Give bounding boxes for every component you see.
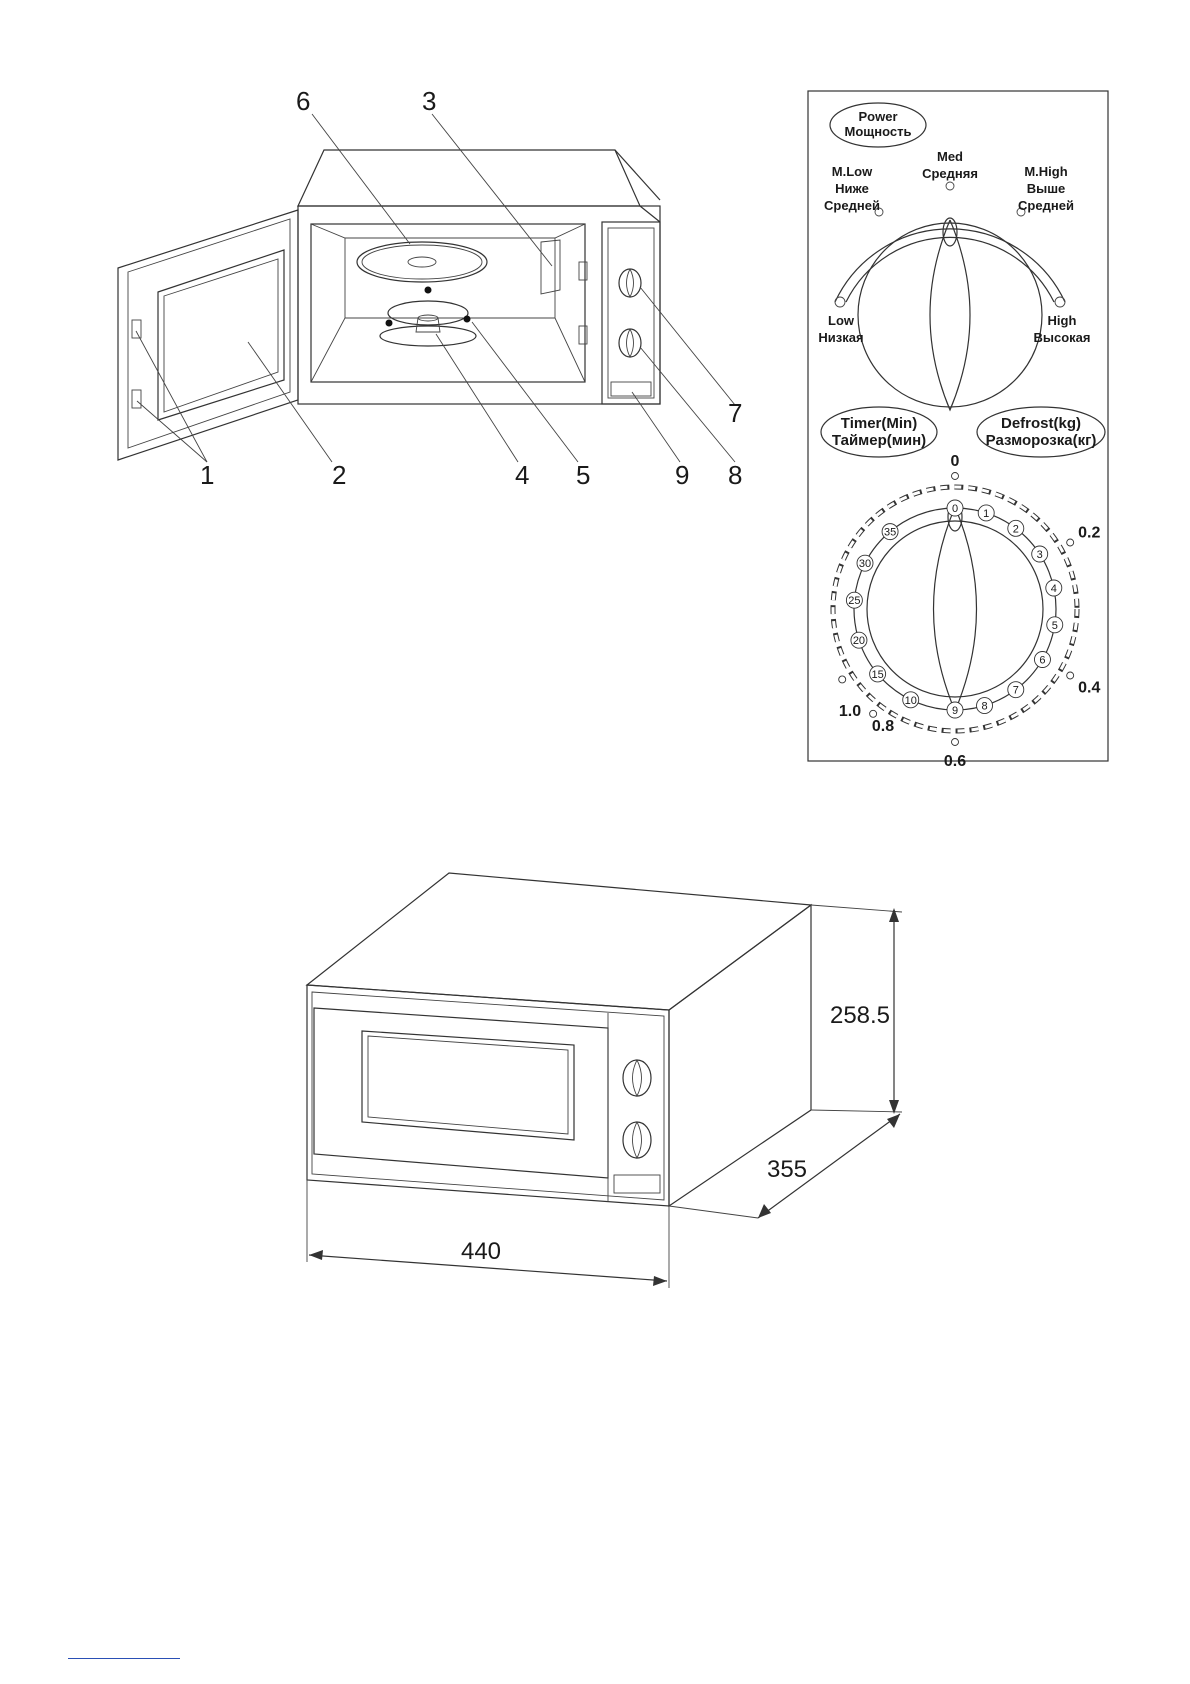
- timer-tick-label: 6: [1039, 655, 1045, 667]
- timer-tick-label: 25: [848, 595, 860, 607]
- timer-tick-marker: [1034, 651, 1051, 668]
- defrost-tick-label: 0.4: [1078, 680, 1100, 697]
- timer-tick-label: 20: [853, 635, 865, 647]
- dimension-width-value: 440: [461, 1238, 501, 1265]
- callout-9: 9: [675, 460, 689, 490]
- timer-tick-label: 7: [1013, 685, 1019, 697]
- defrost-tick-label: 0.6: [944, 753, 966, 770]
- dimension-drawing: 258.5 355 440: [305, 872, 903, 1288]
- callout-2: 2: [332, 460, 346, 490]
- timer-tick-marker: [845, 591, 863, 609]
- timer-tick-label: 3: [1037, 549, 1043, 561]
- timer-minute-ticks: 0 1 2 3 4 5 6 7 8 9 10 15 20 25 30 35: [845, 499, 1064, 719]
- timer-tick-label: 4: [1051, 583, 1057, 595]
- defrost-tick-marker: [1066, 538, 1075, 547]
- timer-title-en: Timer(Min): [841, 415, 917, 432]
- power-label-mhigh-2: Выше: [1027, 181, 1066, 196]
- timer-defrost-ticks: 0 0.2 0.4 0.6 0.8 1.0: [838, 453, 1100, 770]
- timer-tick-marker: [976, 697, 993, 715]
- timer-tick-marker: [881, 523, 899, 541]
- power-knob-section: Power Мощность M.Low Ниже Средней Med Ср…: [818, 102, 1091, 412]
- callout-8: 8: [728, 460, 742, 490]
- power-label-mhigh-3: Средней: [1018, 198, 1074, 213]
- defrost-tick-label: 0.8: [872, 718, 894, 735]
- defrost-tick-label: 0: [951, 453, 960, 470]
- timer-knob-section: Timer(Min) Таймер(мин) Defrost(kg) Размо…: [820, 406, 1106, 770]
- power-label-high-1: High: [1048, 313, 1077, 328]
- defrost-tick-label: 0.2: [1078, 525, 1100, 542]
- timer-title-ru: Таймер(мин): [832, 432, 926, 449]
- defrost-title-en: Defrost(kg): [1001, 415, 1081, 432]
- control-panel-diagram: Power Мощность M.Low Ниже Средней Med Ср…: [807, 90, 1109, 770]
- timer-tick-label: 9: [952, 705, 958, 717]
- power-label-low-1: Low: [828, 313, 855, 328]
- power-label-mlow-2: Ниже: [835, 181, 869, 196]
- timer-tick-marker: [850, 631, 868, 649]
- power-label-low-2: Низкая: [818, 330, 863, 345]
- callout-1: 1: [200, 460, 214, 490]
- timer-tick-label: 8: [981, 701, 987, 713]
- timer-tick-label: 35: [884, 527, 896, 539]
- power-label-mlow-1: M.Low: [832, 164, 873, 179]
- callout-6: 6: [296, 86, 310, 116]
- defrost-tick-label: 1.0: [839, 703, 861, 720]
- footer-rule: [68, 1658, 180, 1659]
- timer-tick-marker: [869, 665, 887, 683]
- defrost-title-ru: Разморозка(кг): [986, 432, 1097, 449]
- defrost-tick-marker: [951, 472, 959, 480]
- timer-tick-label: 15: [872, 669, 884, 681]
- timer-tick-marker: [1046, 616, 1064, 634]
- timer-tick-label: 2: [1013, 523, 1019, 535]
- defrost-tick-marker: [1066, 671, 1075, 680]
- timer-tick-marker: [1007, 519, 1025, 537]
- timer-tick-marker: [1031, 545, 1049, 563]
- power-title-ru: Мощность: [845, 124, 912, 139]
- timer-tick-label: 1: [983, 508, 989, 520]
- power-title-en: Power: [858, 109, 897, 124]
- timer-tick-label: 10: [905, 695, 917, 707]
- power-label-med-2: Средняя: [922, 166, 978, 181]
- timer-tick-marker: [1007, 681, 1025, 699]
- timer-tick-marker: [856, 554, 874, 572]
- callout-3: 3: [422, 86, 436, 116]
- timer-tick-marker: [946, 701, 964, 719]
- timer-tick-marker: [946, 499, 964, 517]
- timer-tick-label: 5: [1052, 620, 1058, 632]
- callout-4: 4: [515, 460, 529, 490]
- defrost-tick-marker: [869, 709, 878, 718]
- timer-tick-label: 30: [859, 558, 871, 570]
- callout-5: 5: [576, 460, 590, 490]
- callout-7: 7: [728, 398, 742, 428]
- power-label-high-2: Высокая: [1034, 330, 1091, 345]
- dimension-depth-value: 355: [767, 1156, 807, 1183]
- defrost-tick-marker: [838, 675, 847, 684]
- timer-tick-label: 0: [952, 503, 958, 515]
- power-label-mlow-3: Средней: [824, 198, 880, 213]
- dimension-height-value: 258.5: [830, 1002, 890, 1029]
- timer-tick-marker: [977, 504, 995, 522]
- open-microwave-illustration: 1 2 3 4 5 6 7 8 9: [117, 86, 742, 490]
- timer-tick-marker: [902, 691, 920, 709]
- power-label-med-1: Med: [937, 149, 963, 164]
- defrost-tick-marker: [951, 738, 959, 746]
- timer-tick-marker: [1045, 579, 1063, 597]
- power-label-mhigh-1: M.High: [1024, 164, 1067, 179]
